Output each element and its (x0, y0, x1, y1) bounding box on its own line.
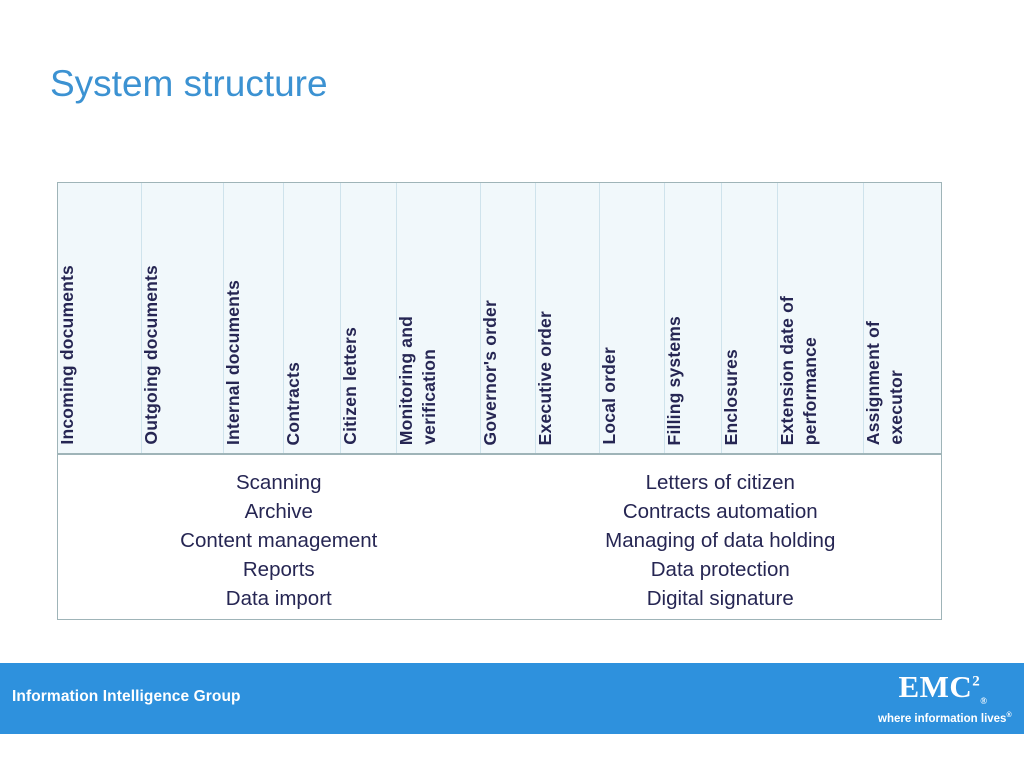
list-item: Archive (244, 499, 313, 523)
list-item: Scanning (236, 471, 322, 494)
table-header-monitoring-and-verification: Monitoring and verification (396, 183, 482, 453)
table-header-contracts: Contracts (283, 183, 342, 453)
table-body-row: Scanning Archive Content management Repo… (58, 455, 941, 619)
list-item: Managing of data holding (605, 528, 836, 552)
header-label: Filling systems (663, 315, 684, 445)
emc-tagline: where information lives® (878, 709, 1012, 726)
list-item: Content management (180, 528, 378, 552)
header-label: Enclosures (720, 348, 741, 445)
header-label: Outgoing documents (140, 265, 161, 445)
list-item: Data protection (650, 557, 790, 581)
table-header-row: Incoming documents Outgoing documents In… (57, 183, 942, 455)
header-label: Internal documents (222, 279, 243, 445)
header-label-line1: Monitoring and (396, 315, 417, 445)
header-label: Contracts (283, 361, 304, 445)
table-header-outgoing-documents: Outgoing documents (140, 183, 224, 453)
emc-wordmark-text: EMC2 ® (898, 671, 987, 706)
header-label: Citizen letters (340, 327, 361, 445)
header-label: Local order (598, 347, 619, 445)
list-item: Reports (242, 557, 315, 581)
list-item: Letters of citizen (645, 471, 795, 494)
header-label-line1: Extension date of (777, 295, 798, 445)
header-label-line1: Assignment of (863, 320, 884, 445)
table-header-filling-systems: Filling systems (663, 183, 722, 453)
feature-list-left: Scanning Archive Content management Repo… (58, 455, 500, 613)
table-header-assignment-of-executor: Assignment of executor (863, 183, 942, 453)
page-title: System structure (50, 63, 328, 104)
list-item: Data import (225, 586, 332, 610)
table-header-local-order: Local order (598, 183, 665, 453)
emc-tagline-registered-mark: ® (1006, 712, 1012, 720)
footer-bar: Information Intelligence Group EMC2 ® whe… (0, 663, 1024, 734)
table-header-governors-order: Governor's order (480, 183, 536, 453)
emc-superscript: 2 (972, 673, 981, 690)
emc-letters: EMC (898, 669, 973, 704)
emc-registered-mark: ® (980, 696, 988, 707)
table-header-extension-date-of-performance: Extension date of performance (777, 183, 865, 453)
footer-group-label: Information Intelligence Group (12, 688, 241, 705)
emc-tagline-text: where information lives (878, 713, 1007, 726)
header-label: Executive order (534, 310, 555, 445)
header-label-line2: executor (885, 370, 906, 445)
table-header-internal-documents: Internal documents (222, 183, 285, 453)
list-item: Contracts automation (622, 499, 818, 523)
table-header-citizen-letters: Citizen letters (340, 183, 398, 453)
header-label-line2: verification (418, 349, 439, 445)
table-header-executive-order: Executive order (534, 183, 600, 453)
header-label: Governor's order (480, 299, 501, 445)
emc-logo: EMC2® where information lives® (878, 671, 1012, 727)
feature-list-right: Letters of citizen Contracts automation … (500, 455, 942, 613)
table-header-enclosures: Enclosures (720, 183, 779, 453)
header-label: Incoming documents (57, 265, 77, 445)
list-item: Digital signature (646, 586, 794, 610)
table-header-incoming-documents: Incoming documents (57, 183, 142, 453)
header-label-line2: performance (799, 336, 820, 445)
system-structure-table: Incoming documents Outgoing documents In… (57, 182, 942, 620)
